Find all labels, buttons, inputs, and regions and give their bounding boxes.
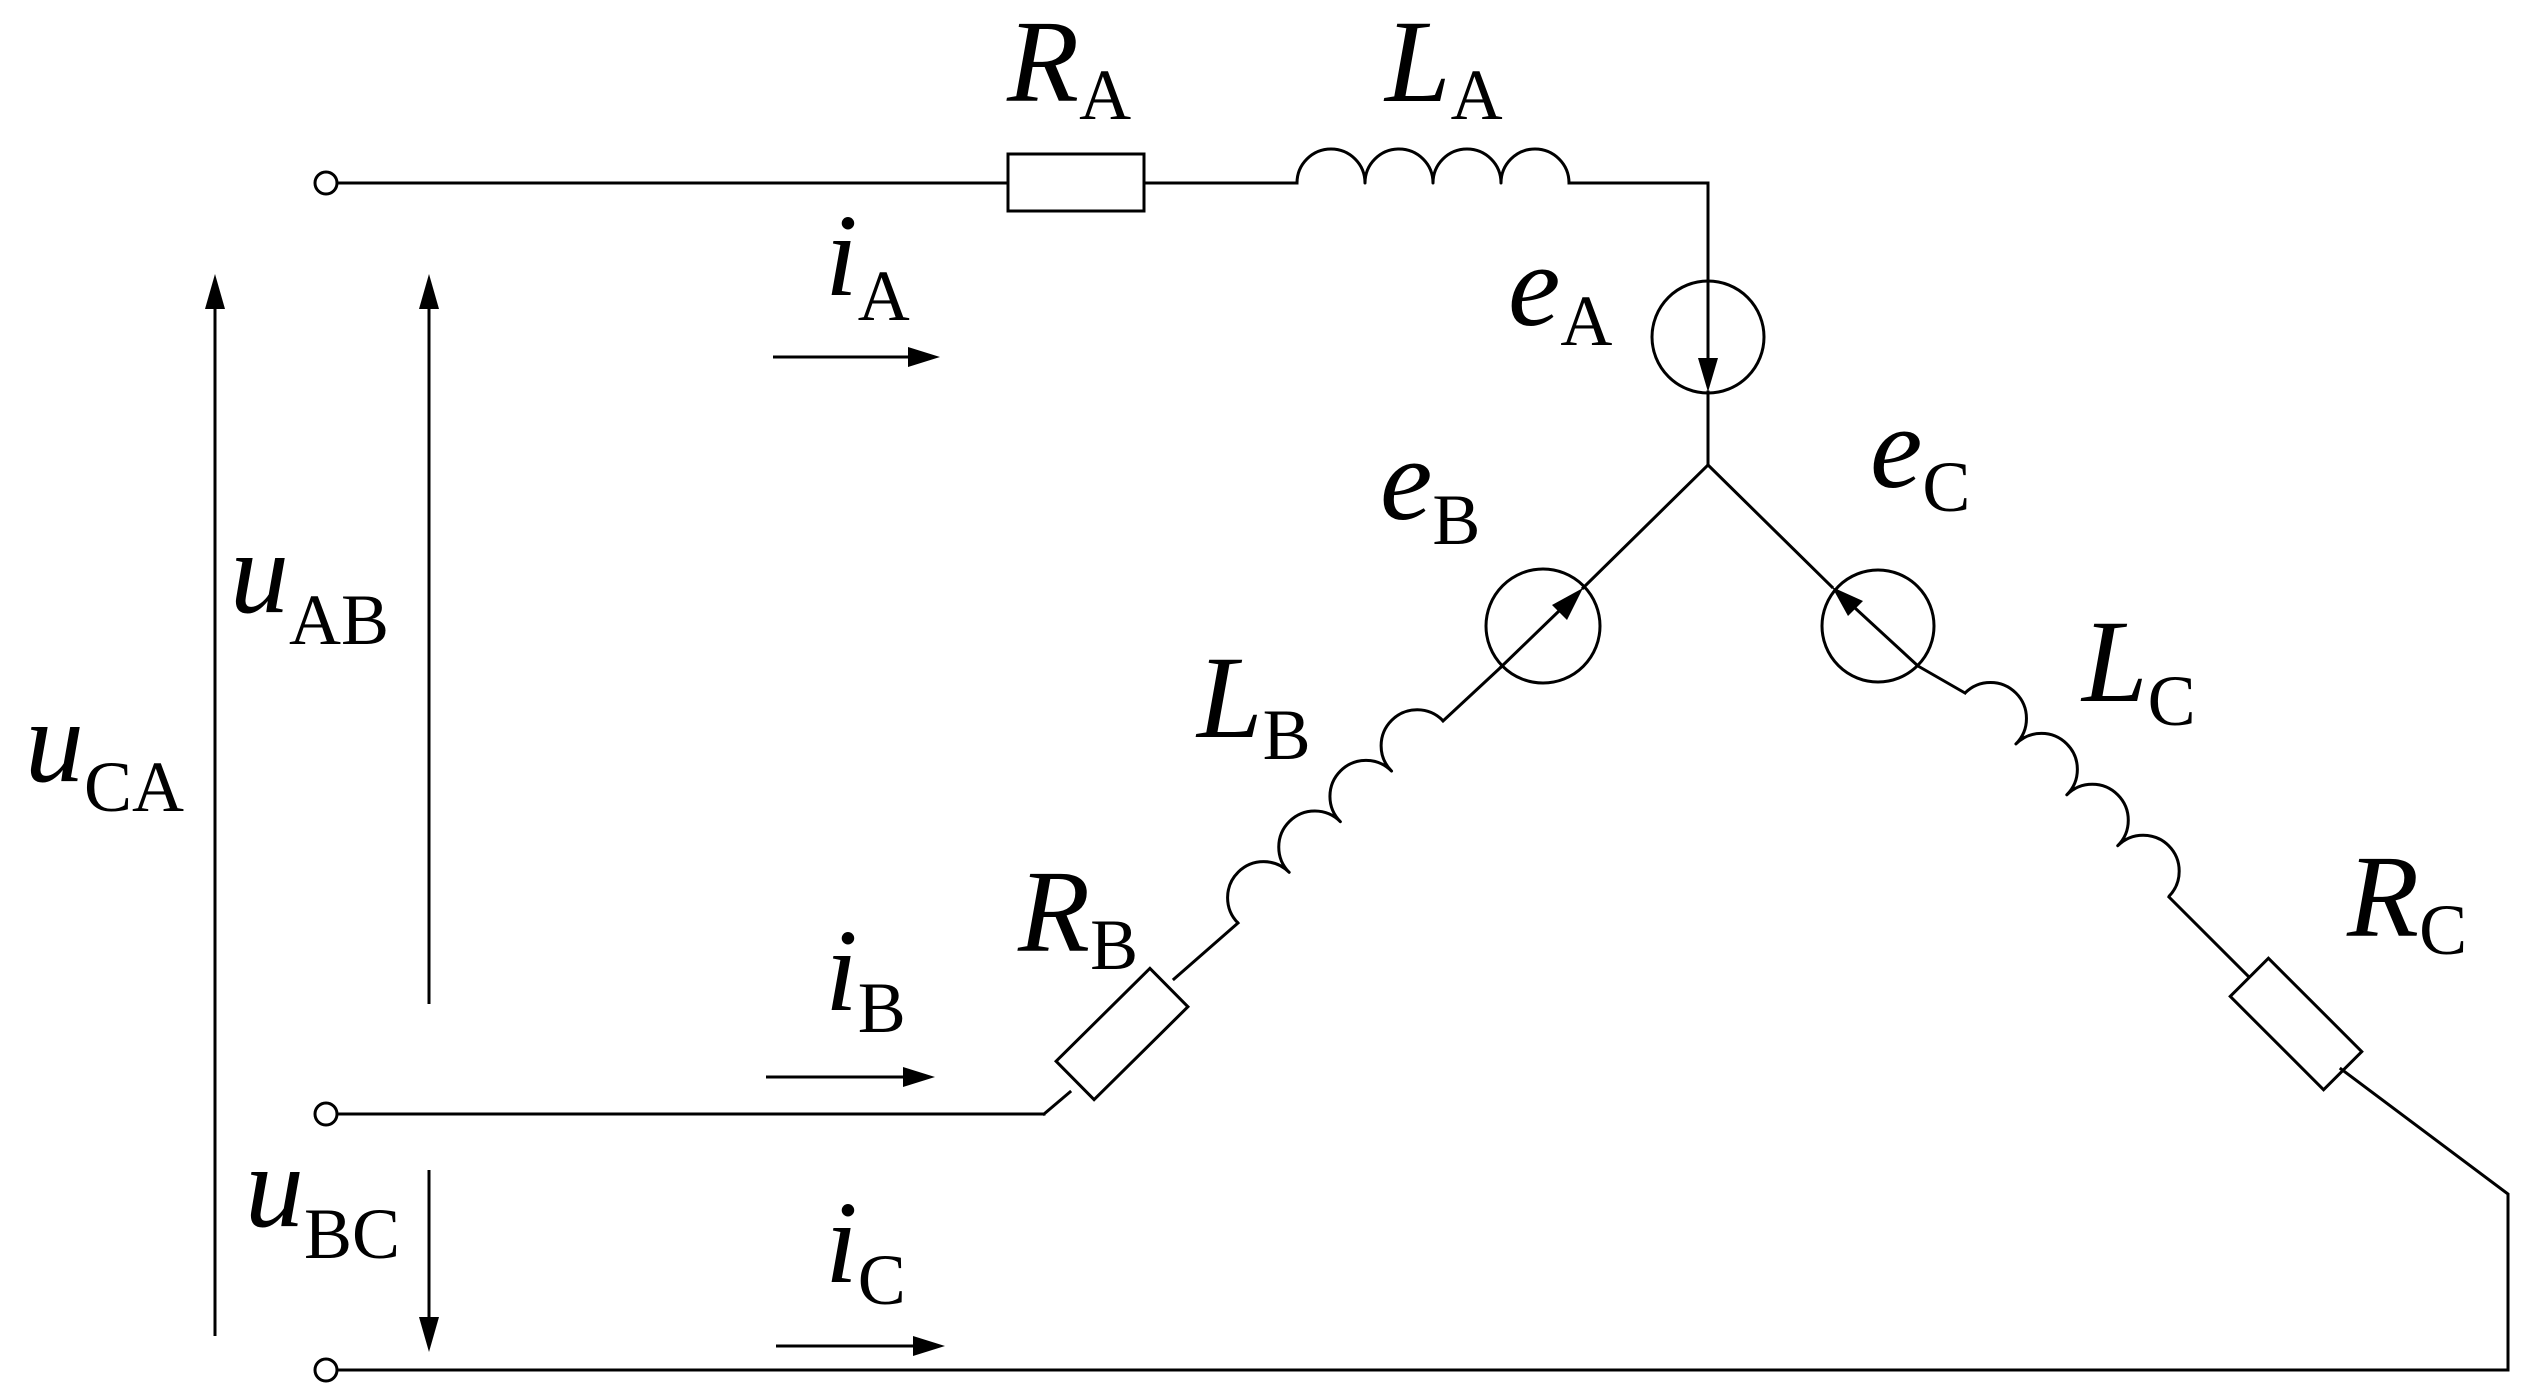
wire-la-to-ea bbox=[1567, 181, 1710, 283]
phase-c-branch bbox=[335, 462, 2510, 1372]
current-ib-arrowhead bbox=[903, 1067, 935, 1087]
terminal-b bbox=[313, 1101, 339, 1127]
label-rb: RB bbox=[1017, 846, 1138, 985]
wire-rc-to-c-corner bbox=[2338, 1066, 2510, 1372]
label-rc: RC bbox=[2346, 831, 2467, 970]
source-eb-arrow-shaft bbox=[1498, 608, 1562, 670]
voltage-ubc-arrowhead bbox=[419, 1317, 439, 1352]
source-ea-arrowhead bbox=[1698, 358, 1718, 392]
label-ra: RA bbox=[1006, 0, 1131, 135]
wire-b-diagonal-start bbox=[1041, 1089, 1073, 1117]
label-ia: iA bbox=[825, 190, 910, 336]
voltage-uab-arrowhead bbox=[419, 274, 439, 309]
wire-rb-to-lb bbox=[1171, 920, 1241, 982]
current-ic-arrowhead bbox=[913, 1336, 945, 1356]
current-ia-arrowhead bbox=[908, 347, 940, 367]
inductor-lb bbox=[1226, 708, 1444, 925]
label-ic: iC bbox=[825, 1177, 906, 1320]
source-eb-arrowhead bbox=[1552, 588, 1583, 620]
label-uca: uCA bbox=[25, 676, 184, 827]
resistor-rb bbox=[1053, 966, 1191, 1102]
wire-lc-to-rc bbox=[2166, 894, 2254, 982]
inductor-la bbox=[1295, 147, 1571, 185]
voltage-uca-arrowhead bbox=[205, 274, 225, 309]
wire-lb-to-eb bbox=[1440, 665, 1503, 724]
terminal-c bbox=[313, 1357, 339, 1383]
terminal-a bbox=[313, 170, 339, 196]
wire-ec-to-lc bbox=[1915, 663, 1968, 696]
label-lc: LC bbox=[2080, 596, 2196, 741]
label-eb: eB bbox=[1380, 414, 1480, 560]
wire-neutral-to-ec bbox=[1705, 462, 1835, 590]
label-lb: LB bbox=[1195, 632, 1311, 775]
label-ubc: uBC bbox=[245, 1121, 400, 1274]
label-la: LA bbox=[1383, 0, 1503, 135]
source-ec-arrowhead bbox=[1832, 587, 1863, 616]
label-ib: iB bbox=[825, 905, 906, 1048]
label-uab: uAB bbox=[230, 507, 389, 660]
inductor-lc bbox=[1963, 680, 2181, 898]
source-ec-arrow-shaft bbox=[1853, 606, 1920, 668]
label-ec: eC bbox=[1870, 382, 1970, 527]
label-ea: eA bbox=[1508, 220, 1612, 361]
resistor-ra bbox=[1006, 152, 1146, 213]
phase-b-branch bbox=[335, 462, 1711, 1117]
wire-eb-to-neutral bbox=[1580, 462, 1711, 591]
